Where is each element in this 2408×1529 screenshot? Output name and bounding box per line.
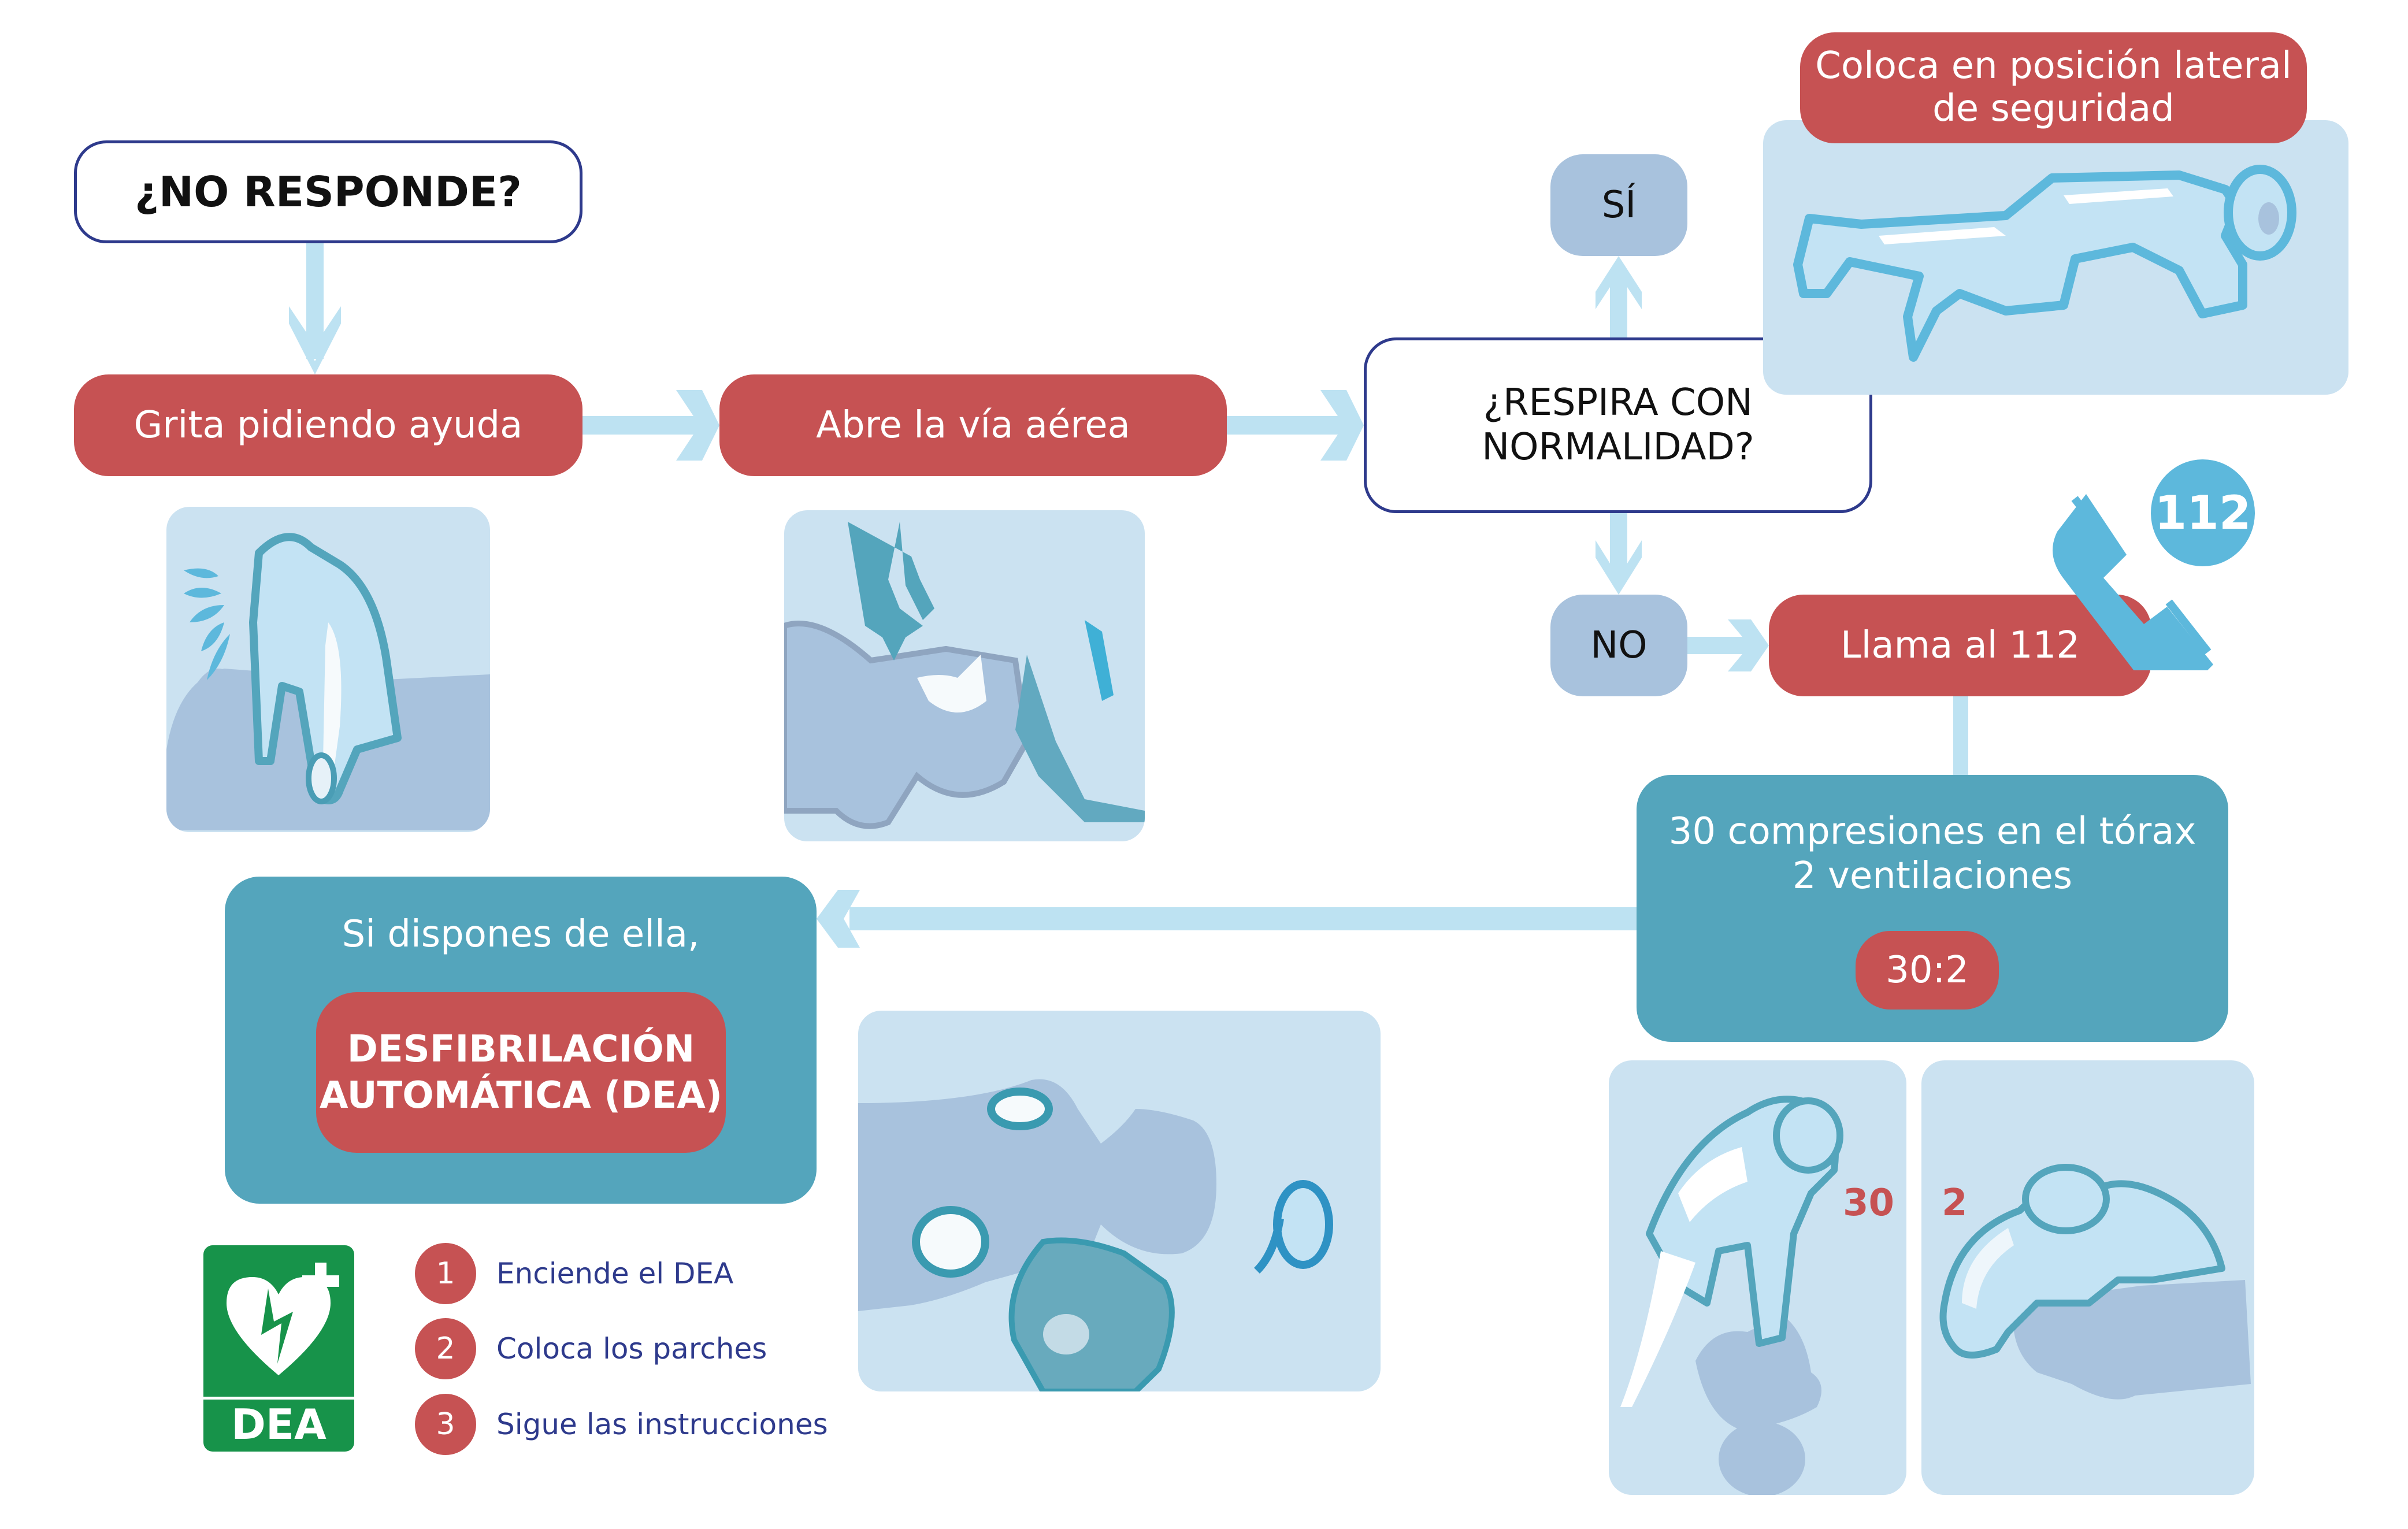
step-text: Coloca los parches — [496, 1332, 767, 1365]
step-text: Enciende el DEA — [496, 1257, 734, 1290]
ventilations-illustration: 2 — [1921, 1060, 2254, 1495]
step-number-badge: 3 — [415, 1394, 476, 1455]
dea-step-1: 1 Enciende el DEA — [415, 1242, 733, 1305]
phone-112-badge: 112 — [2151, 459, 2255, 566]
person-lateral-position-icon — [1793, 165, 2296, 362]
dea-action-line2: AUTOMÁTICA (DEA) — [320, 1074, 722, 1117]
dea-sign-label: DEA — [203, 1400, 354, 1449]
ratio-label: 30:2 — [1886, 948, 1969, 992]
dea-sign-text: DEA — [231, 1400, 326, 1449]
dea-intro: Si dispones de ella, — [225, 905, 817, 963]
arrow-down-to-grita — [289, 243, 341, 374]
arrow-right-to-abre — [582, 390, 719, 461]
step-number-badge: 2 — [415, 1318, 476, 1379]
arrow-up-to-si — [1596, 256, 1642, 337]
dea-step-3: 3 Sigue las instrucciones — [415, 1393, 828, 1456]
abre-label: Abre la vía aérea — [816, 403, 1130, 447]
aed-illustration — [858, 1011, 1381, 1391]
lateral-label-line1: Coloca en posición lateral — [1815, 44, 2292, 88]
dea-intro-label: Si dispones de ella, — [342, 912, 700, 956]
si-box: SÍ — [1550, 154, 1687, 256]
phone-icon — [2053, 494, 2213, 670]
lateral-position-illustration — [1763, 120, 2348, 395]
connector-llama-to-rcp — [1953, 696, 1968, 775]
dea-step-2: 2 Coloca los parches — [415, 1318, 767, 1380]
arrow-left-to-dea — [817, 890, 1637, 948]
rcp-text: 30 compresiones en el tórax 2 ventilacio… — [1637, 810, 2228, 899]
rescue-breath-icon — [1939, 1164, 2251, 1400]
ratio-badge: 30:2 — [1856, 931, 1999, 1010]
arrow-right-to-respira — [1227, 390, 1364, 461]
shouting-person-icon — [166, 533, 490, 830]
abre-box: Abre la vía aérea — [719, 374, 1227, 476]
rcp-box: 30 compresiones en el tórax 2 ventilacio… — [1637, 775, 2228, 1042]
phone-112-badge-text: 112 — [2154, 485, 2251, 540]
llama-label: Llama al 112 — [1840, 624, 2080, 667]
ventilations-count: 2 — [1942, 1182, 1968, 1224]
respira-label-line2: NORMALIDAD? — [1482, 426, 1754, 469]
llama-112-box: Llama al 112 — [1769, 595, 2151, 696]
rcp-label-line2: 2 ventilaciones — [1792, 854, 2073, 897]
arrow-down-to-no — [1596, 513, 1642, 595]
no-responde-label: ¿NO RESPONDE? — [135, 167, 522, 216]
dea-steps-list: 1 Enciende el DEA 2 Coloca los parches 3… — [415, 1242, 877, 1462]
aed-heart-icon — [227, 1263, 339, 1375]
no-box: NO — [1550, 595, 1687, 696]
head-tilt-icon — [784, 522, 1145, 829]
airway-illustration — [784, 510, 1145, 841]
aed-pads-icon — [858, 1079, 1333, 1391]
arrow-right-to-llama — [1687, 619, 1769, 671]
no-responde-box: ¿NO RESPONDE? — [74, 140, 582, 243]
grita-label: Grita pidiendo ayuda — [133, 403, 523, 447]
dea-box: Si dispones de ella, DESFIBRILACIÓN AUTO… — [225, 877, 817, 1204]
compressions-illustration: 30 — [1609, 1060, 1906, 1495]
compressions-count: 30 — [1843, 1182, 1895, 1224]
dea-action-box: DESFIBRILACIÓN AUTOMÁTICA (DEA) — [316, 992, 726, 1153]
chest-compression-icon — [1620, 1096, 1843, 1495]
respira-label-line1: ¿RESPIRA CON — [1483, 381, 1753, 425]
rcp-label-line1: 30 compresiones en el tórax — [1668, 810, 2196, 853]
dea-sign-divider — [203, 1397, 354, 1400]
grita-box: Grita pidiendo ayuda — [74, 374, 582, 476]
dea-action-line1: DESFIBRILACIÓN — [347, 1028, 695, 1071]
dea-sign: DEA — [203, 1245, 354, 1452]
step-number-badge: 1 — [415, 1243, 476, 1304]
no-label: NO — [1590, 624, 1648, 667]
step-text: Sigue las instrucciones — [496, 1408, 828, 1441]
lateral-position-box: Coloca en posición lateral de seguridad — [1800, 32, 2307, 143]
si-label: SÍ — [1601, 183, 1637, 227]
shout-illustration — [166, 507, 490, 832]
lateral-label-line2: de seguridad — [1932, 87, 2175, 130]
